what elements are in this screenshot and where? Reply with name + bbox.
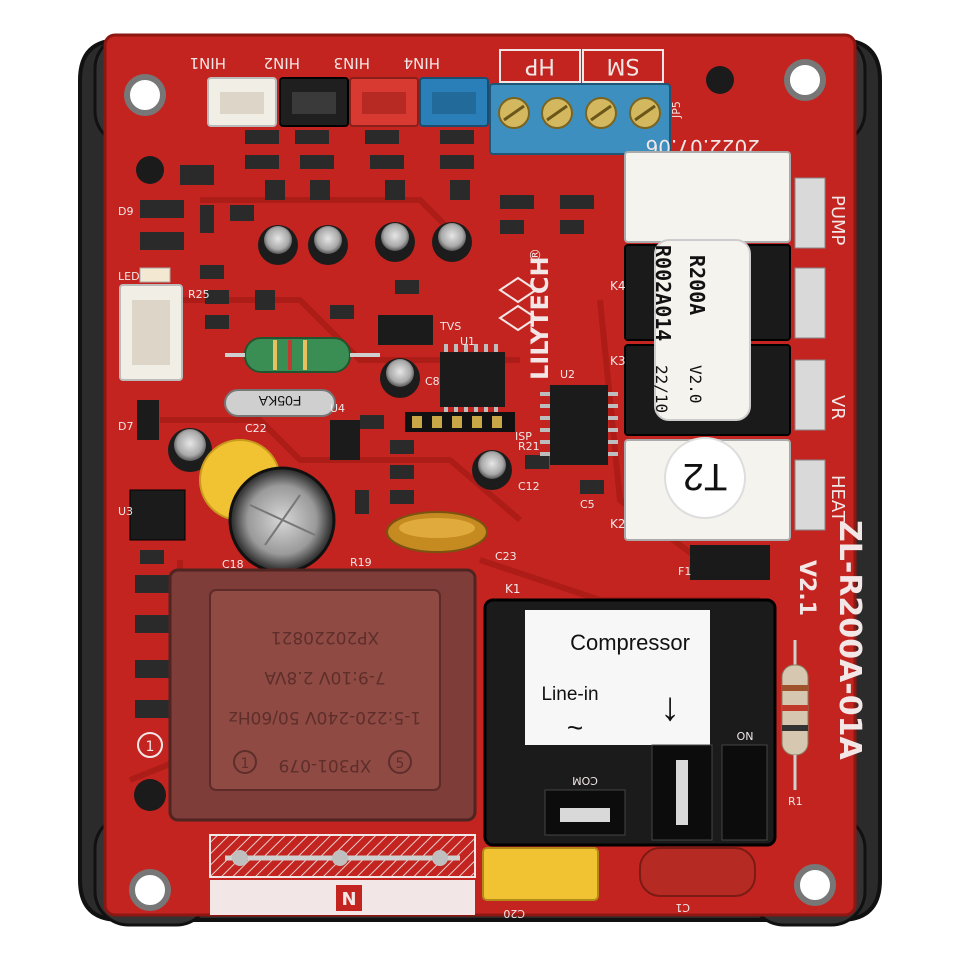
r21-label: R21 (518, 440, 540, 453)
transformer-pin-1: 1 (241, 756, 250, 772)
sticker-serial: R002A014 (651, 245, 675, 341)
pin1-marker: 1 (146, 739, 155, 755)
relay-k5 (624, 151, 791, 243)
isp-label: ISP (515, 430, 532, 443)
u3-label: U3 (118, 505, 133, 518)
r19-label: R19 (350, 556, 372, 569)
crystal-marking: F05KA (258, 393, 301, 409)
heat-label: HEAT (827, 475, 848, 523)
transformer-code: XP20220821 (271, 627, 379, 647)
main-filter-capacitor (199, 439, 336, 574)
hin2-connector (279, 77, 349, 127)
screw-terminal-block: HP SM JP5 (489, 49, 683, 155)
reference-designators: K1 K2 K3 K4 U1 U2 U3 U4 C5 C8 C12 C18 C2… (118, 205, 803, 808)
c18-label: C18 (222, 558, 244, 571)
down-arrow-icon: ↓ (660, 685, 680, 729)
no-label: NO (736, 729, 753, 742)
r1-label: R1 (788, 795, 803, 808)
hin4-label: HIN4 (404, 54, 440, 72)
tvs-label: TVS (439, 320, 461, 333)
c20-label: C20 (503, 907, 525, 920)
ac-symbol: ~ (567, 712, 583, 743)
k1-label: K1 (505, 582, 521, 596)
k2-label: K2 (610, 517, 626, 531)
u1-label: U1 (460, 335, 475, 348)
neutral-label: N (341, 889, 356, 910)
t2-label: T2 (683, 455, 727, 497)
relay-badge: T2 (664, 437, 746, 519)
pin1-marker-circle (137, 732, 163, 758)
mounting-holes (124, 59, 836, 911)
hin-connectors (207, 77, 489, 127)
hin1-connector (207, 77, 277, 127)
u2-label: U2 (560, 368, 575, 381)
transformer-pin-5: 5 (396, 756, 405, 772)
k3-label: K3 (610, 354, 626, 368)
neutral-terminal-area: N (209, 834, 476, 915)
r25-label: R25 (188, 288, 210, 301)
f1-label: F1 (678, 565, 691, 578)
brand-logo-icon (498, 276, 538, 332)
k4-label: K4 (610, 279, 626, 293)
hin-labels: HIN1 HIN2 HIN3 HIN4 (190, 54, 440, 72)
terminal-screws (498, 97, 661, 129)
smd-components (135, 130, 604, 718)
resistor-r1 (781, 640, 809, 790)
hin4-connector (419, 77, 489, 127)
compressor-sticker (525, 610, 710, 745)
side-connector (119, 267, 183, 381)
line-in-label: Line-in (541, 684, 598, 705)
c8-label: C8 (425, 375, 440, 388)
sm-label: SM (607, 53, 640, 78)
electrolytic-capacitors (168, 222, 512, 490)
version-text: V2.1 (794, 560, 819, 616)
fuse-f1 (690, 545, 770, 580)
hin1-label: HIN1 (190, 54, 226, 72)
u4-label: U4 (330, 402, 345, 415)
pump-label: PUMP (827, 195, 848, 246)
c22-label: C22 (245, 422, 267, 435)
c23-label: C23 (495, 550, 517, 563)
model-text: ZL-R200A-01A (832, 520, 867, 760)
integrated-circuits (129, 315, 618, 541)
side-pins: PUMP HEAT VR (794, 177, 848, 531)
bottom-capacitors: C20 C1 (482, 847, 756, 920)
transformer-rating-primary: 1-5:220-240V 50/60Hz (229, 707, 421, 727)
transformer: XP301-079 1-5:220-240V 50/60Hz 7-9:10V 2… (168, 568, 477, 822)
compressor-relay: Compressor Line-in ~ ↓ COM NO (483, 598, 777, 847)
crystal-oscillator: F05KA (224, 389, 336, 417)
isp-header (405, 412, 515, 432)
led-label: LED1 (118, 270, 147, 283)
vr-label: VR (827, 395, 848, 420)
com-label: COM (572, 774, 598, 787)
c1-label: C1 (675, 901, 690, 914)
c12-label: C12 (518, 480, 540, 493)
hin2-label: HIN2 (264, 54, 300, 72)
hin3-connector (349, 77, 419, 127)
brand-registered-mark: ® (528, 248, 544, 262)
transformer-part: XP301-079 (279, 755, 372, 775)
hp-label: HP (525, 53, 555, 78)
relay-sticker: R200A V2.0 R002A014 22/10 (651, 239, 751, 421)
c5-label: C5 (580, 498, 595, 511)
compressor-title: Compressor (570, 630, 690, 655)
varistor-disc (386, 511, 488, 553)
inductor (225, 337, 380, 373)
sticker-date: 22/10 (652, 365, 671, 413)
hin3-label: HIN3 (334, 54, 370, 72)
sticker-model: R200A (685, 255, 709, 315)
brand-name: LILYTECH (526, 256, 554, 380)
transformer-rating-secondary: 7-9:10V 2.8VA (264, 667, 386, 687)
jp5-label: JP5 (670, 101, 683, 119)
brand-block: LILYTECH ® (498, 248, 554, 380)
sticker-version: V2.0 (686, 365, 705, 404)
d9-label: D9 (118, 205, 133, 218)
d7-label: D7 (118, 420, 133, 433)
